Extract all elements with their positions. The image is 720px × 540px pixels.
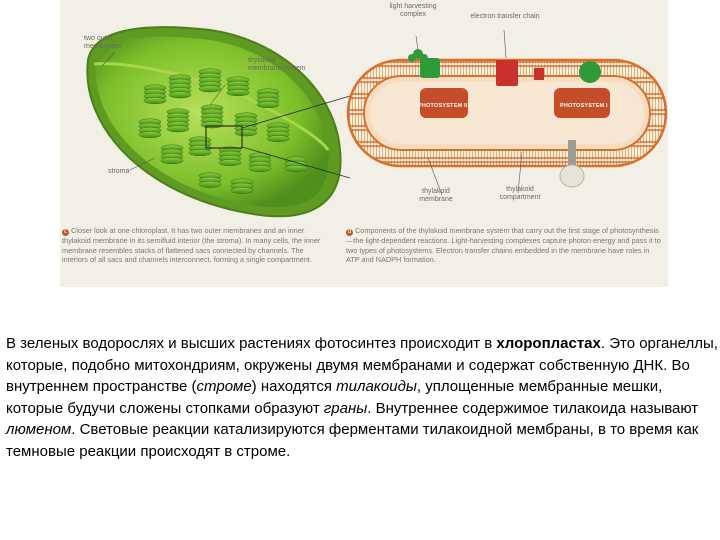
thylakoid-disc	[160, 157, 184, 165]
label-thylakoid-compartment: thylakoid compartment	[499, 186, 541, 201]
photosystem-2-complex	[420, 58, 468, 118]
atp-synthase	[559, 140, 585, 188]
zoom-box	[205, 125, 243, 149]
thylakoid-disc	[198, 180, 222, 188]
label-thylakoid-system: thylakoid membrane system	[248, 57, 306, 72]
caption-c-badge: c	[62, 229, 69, 236]
term-stroma: строме	[196, 378, 252, 395]
zoom-line-bottom	[241, 146, 351, 179]
term-thylakoids: тилакоиды	[336, 378, 417, 395]
thylakoid-disc	[200, 121, 224, 129]
text-part-1: В зеленых водорослях и высших растениях …	[6, 335, 497, 352]
label-light-harvesting: light harvesting complex	[389, 3, 437, 18]
thylakoid-disc	[256, 101, 280, 109]
grana-stacks	[138, 68, 308, 194]
photosystem-1-complex	[554, 61, 610, 118]
text-part-5: . Внутреннее содержимое тилакоида называ…	[367, 399, 699, 417]
text-part-4: , уплощенные мембранные мешки, которые б…	[6, 378, 663, 417]
thylakoid-disc	[234, 129, 258, 137]
thylakoid-disc	[230, 186, 254, 194]
light-harvesting-complex	[408, 49, 428, 62]
caption-c-text: Closer look at one chloroplast. It has t…	[62, 226, 321, 265]
label-photosystem-2: PHOTOSYSTEM II	[418, 103, 468, 109]
text-part-6: . Световые реакции катализируются фермен…	[6, 421, 699, 460]
thylakoid-disc	[218, 159, 242, 167]
text-part-3: ) находятся	[251, 378, 337, 395]
thylakoid-disc	[143, 97, 167, 105]
figure-drawing	[86, 26, 668, 218]
term-lumen: люменом	[6, 421, 72, 438]
term-chloroplasts: хлоропластах	[496, 335, 601, 352]
zoom-line-top	[241, 95, 351, 129]
term-grana: граны	[323, 399, 368, 417]
chloroplast-figure: two outer membranes thylakoid membrane s…	[60, 0, 668, 287]
label-stroma: stroma	[108, 168, 130, 175]
text-part-2: . Это органеллы, которые, подобно митохо…	[6, 335, 718, 395]
thylakoid-disc	[188, 149, 212, 157]
label-thylakoid-membrane: thylakoid membrane	[419, 188, 453, 203]
label-photosystem-1: PHOTOSYSTEM I	[560, 103, 608, 109]
thylakoid-disc	[198, 85, 222, 93]
thylakoid-disc	[226, 89, 250, 97]
caption-d-badge: d	[346, 229, 353, 236]
body-paragraph: В зеленых водорослях и высших растениях …	[6, 333, 718, 462]
thylakoid-disc	[138, 131, 162, 139]
thylakoid-disc	[168, 91, 192, 99]
caption-d-text: Components of the thylakoid membrane sys…	[346, 226, 661, 265]
electron-transfer-complex	[496, 60, 544, 86]
thylakoid-disc	[284, 164, 308, 172]
label-outer-membranes: two outer membranes	[84, 35, 121, 50]
thylakoid-disc	[266, 135, 290, 143]
label-electron-transfer: electron transfer chain	[470, 13, 540, 20]
thylakoid-disc	[166, 125, 190, 133]
thylakoid-disc	[248, 165, 272, 173]
